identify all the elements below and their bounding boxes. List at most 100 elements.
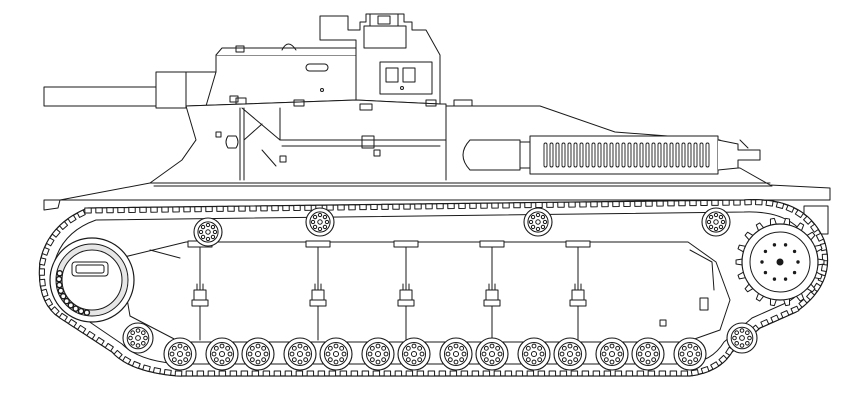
track-link-icon xyxy=(142,364,151,373)
suspension-unit-icon xyxy=(565,240,591,341)
track-link-icon xyxy=(458,202,466,209)
wheel-icon xyxy=(193,217,223,247)
track-link-icon xyxy=(359,204,367,211)
suspension-unit-icon xyxy=(305,240,331,341)
track-link-icon xyxy=(185,370,194,377)
track-link-icon xyxy=(592,370,601,377)
track-link-icon xyxy=(733,199,741,206)
track-link-icon xyxy=(295,370,304,377)
track-link-icon xyxy=(216,205,224,212)
track-link-icon xyxy=(669,370,678,377)
track-link-icon xyxy=(770,314,780,323)
track-link-icon xyxy=(403,203,411,210)
track-link-icon xyxy=(106,207,114,214)
track-link-icon xyxy=(625,370,634,377)
track-link-icon xyxy=(416,370,425,377)
track-link-icon xyxy=(174,370,183,377)
track-link-icon xyxy=(95,207,103,214)
track-link-icon xyxy=(381,203,389,210)
track-link-icon xyxy=(491,202,499,209)
wheel-icon xyxy=(523,207,553,237)
track-link-icon xyxy=(326,204,334,211)
track-link-icon xyxy=(150,206,158,213)
track-link-icon xyxy=(760,319,770,328)
track-link-icon xyxy=(690,369,699,377)
track-link-icon xyxy=(438,370,447,377)
track-link-icon xyxy=(667,200,675,207)
track-link-icon xyxy=(636,370,645,377)
track-link-icon xyxy=(513,202,521,209)
track-link-icon xyxy=(460,370,469,377)
wheel-icon xyxy=(305,207,335,237)
track-link-icon xyxy=(537,370,546,377)
track-link-icon xyxy=(436,203,444,210)
wheel-icon xyxy=(631,337,665,371)
return-roller-icon xyxy=(193,207,731,247)
cupola-icon xyxy=(281,13,441,105)
track-link-icon xyxy=(260,205,268,212)
track-link-icon xyxy=(502,202,510,209)
track-link-icon xyxy=(647,370,656,377)
track-link-icon xyxy=(337,204,345,211)
track-link-icon xyxy=(798,298,808,308)
track-link-icon xyxy=(794,209,804,219)
track-link-icon xyxy=(249,205,257,212)
track-link-icon xyxy=(238,205,246,212)
track-link-icon xyxy=(568,201,576,208)
track-link-icon xyxy=(515,370,524,377)
track-link-icon xyxy=(405,370,414,377)
track-link-icon xyxy=(765,199,774,207)
track-link-icon xyxy=(526,370,535,377)
track-link-icon xyxy=(744,199,752,206)
track-link-icon xyxy=(656,200,664,207)
track-link-icon xyxy=(139,206,147,213)
track-link-icon xyxy=(678,200,686,207)
idler-wheel-icon xyxy=(49,237,135,323)
track-link-icon xyxy=(775,201,785,210)
track-link-icon xyxy=(557,201,565,208)
track-link-icon xyxy=(815,232,825,242)
track-link-icon xyxy=(51,228,61,238)
wheel-icon xyxy=(439,337,473,371)
track-link-icon xyxy=(350,370,359,377)
wheel-icon xyxy=(205,337,239,371)
suspension-unit-icon xyxy=(393,240,419,341)
track-link-icon xyxy=(41,247,50,256)
track-link-icon xyxy=(614,370,623,377)
track-link-icon xyxy=(559,370,568,377)
wheel-icon xyxy=(701,207,731,237)
hull-icon xyxy=(43,97,831,235)
track-link-icon xyxy=(645,200,653,207)
wheel-icon xyxy=(595,337,629,371)
track-link-icon xyxy=(471,370,480,377)
track-link-icon xyxy=(535,201,543,209)
track-link-icon xyxy=(480,202,488,209)
track-link-icon xyxy=(67,214,77,224)
track-link-icon xyxy=(785,204,795,213)
track-link-icon xyxy=(271,205,279,212)
track-link-icon xyxy=(718,354,728,364)
track-link-icon xyxy=(44,298,54,308)
track-link-icon xyxy=(680,370,689,377)
track-link-icon xyxy=(700,199,708,207)
track-link-icon xyxy=(183,206,191,213)
track-link-icon xyxy=(810,223,819,233)
track-link-icon xyxy=(240,370,249,377)
track-link-icon xyxy=(689,200,697,207)
track-link-icon xyxy=(131,360,141,369)
track-link-icon xyxy=(658,370,667,377)
track-link-icon xyxy=(77,324,87,334)
track-link-icon xyxy=(482,370,491,377)
track-link-icon xyxy=(722,199,730,206)
wheel-icon xyxy=(475,337,509,371)
track-link-icon xyxy=(548,370,557,377)
track-link-icon xyxy=(504,370,513,377)
drive-sprocket-icon xyxy=(735,217,825,307)
track-link-icon xyxy=(570,370,579,377)
track-link-icon xyxy=(469,202,477,209)
track-link-icon xyxy=(383,370,392,377)
track-link-icon xyxy=(394,370,403,377)
track-link-icon xyxy=(524,202,532,209)
